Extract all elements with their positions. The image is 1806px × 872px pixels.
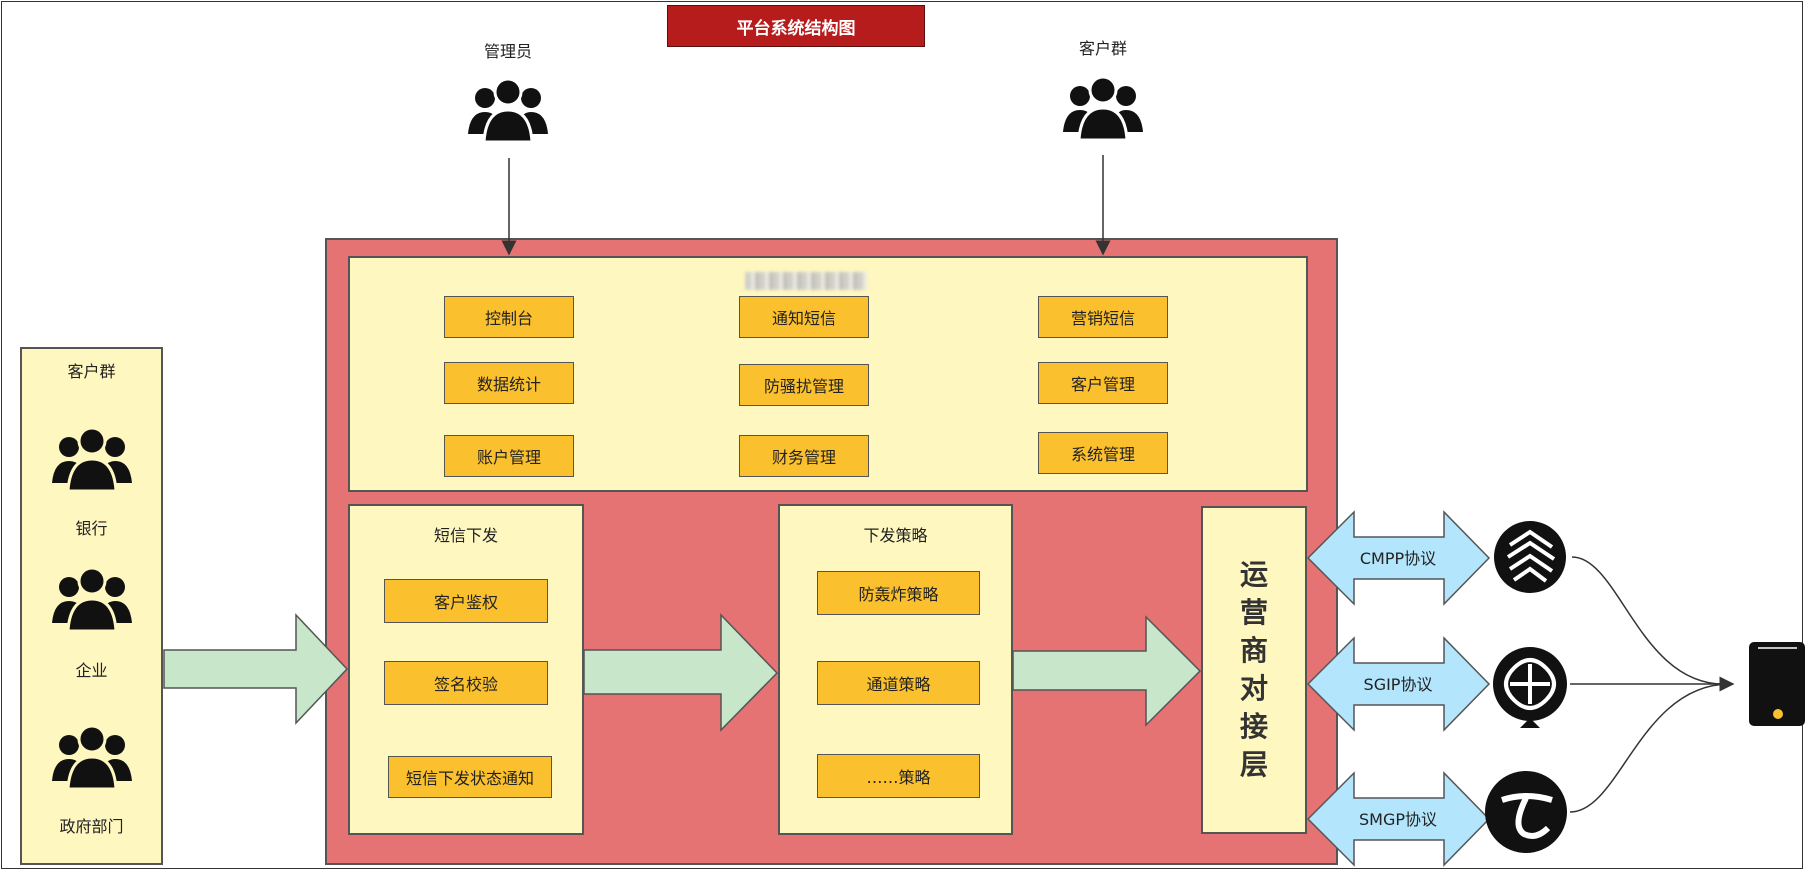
carrier-interface-layer: 运 营 商 对 接 层 [1201, 506, 1307, 834]
strategy-to-carrier-arrow [1012, 615, 1202, 727]
customers-top-label: 客户群 [1078, 39, 1127, 58]
anti-harassment-box: 防骚扰管理 [739, 364, 869, 406]
users-group-icon [52, 724, 132, 791]
smgp-protocol-label: SMGP协议 [1359, 810, 1437, 829]
users-group-icon [1063, 75, 1143, 142]
carrier-layer-char: 营 [1239, 596, 1268, 629]
carrier-layer-char: 商 [1239, 634, 1268, 667]
notification-sms-box: 通知短信 [739, 296, 869, 338]
sms-send-title: 短信下发 [433, 526, 498, 545]
channel-strategy-box: 通道策略 [817, 661, 980, 705]
redacted-panel-title [745, 272, 867, 290]
china-telecom-logo-icon [1485, 771, 1567, 853]
data-statistics-box: 数据统计 [444, 362, 574, 404]
sgip-protocol-label: SGIP协议 [1364, 675, 1433, 694]
cmpp-protocol-arrow [1306, 510, 1491, 606]
carrier-layer-char: 运 [1239, 558, 1268, 591]
sms-to-strategy-arrow [583, 613, 779, 732]
finance-management-box: 财务管理 [739, 435, 869, 477]
mobile-phone-icon [1749, 642, 1805, 726]
diagram-title: 平台系统结构图 [667, 5, 925, 47]
china-unicom-logo-icon [1493, 647, 1567, 728]
signature-check-box: 签名校验 [384, 661, 548, 705]
carrier-layer-char: 接 [1239, 710, 1268, 743]
sgip-protocol-arrow [1306, 636, 1491, 732]
customer-group-title: 客户群 [67, 362, 116, 381]
users-group-icon [52, 566, 132, 633]
customer-enterprise-label: 企业 [75, 661, 108, 680]
customer-management-box: 客户管理 [1038, 362, 1168, 404]
system-management-box: 系统管理 [1038, 432, 1168, 474]
customer-to-sms-arrow [163, 613, 349, 725]
console-box: 控制台 [444, 296, 574, 338]
china-mobile-logo-icon [1494, 521, 1566, 593]
other-strategy-box: ……策略 [817, 754, 980, 798]
admin-label: 管理员 [483, 42, 532, 61]
carrier-layer-char: 对 [1239, 672, 1268, 705]
customer-government-label: 政府部门 [59, 817, 124, 836]
anti-bombing-strategy-box: 防轰炸策略 [817, 571, 980, 615]
strategy-title: 下发策略 [863, 526, 928, 545]
carrier-layer-char: 层 [1239, 748, 1268, 781]
marketing-sms-box: 营销短信 [1038, 296, 1168, 338]
customer-auth-box: 客户鉴权 [384, 579, 548, 623]
sms-status-notify-box: 短信下发状态通知 [388, 756, 552, 798]
customer-bank-label: 银行 [75, 519, 108, 538]
cmpp-protocol-label: CMPP协议 [1360, 549, 1436, 568]
users-group-icon [468, 77, 548, 144]
users-group-icon [52, 426, 132, 493]
account-management-box: 账户管理 [444, 435, 574, 477]
